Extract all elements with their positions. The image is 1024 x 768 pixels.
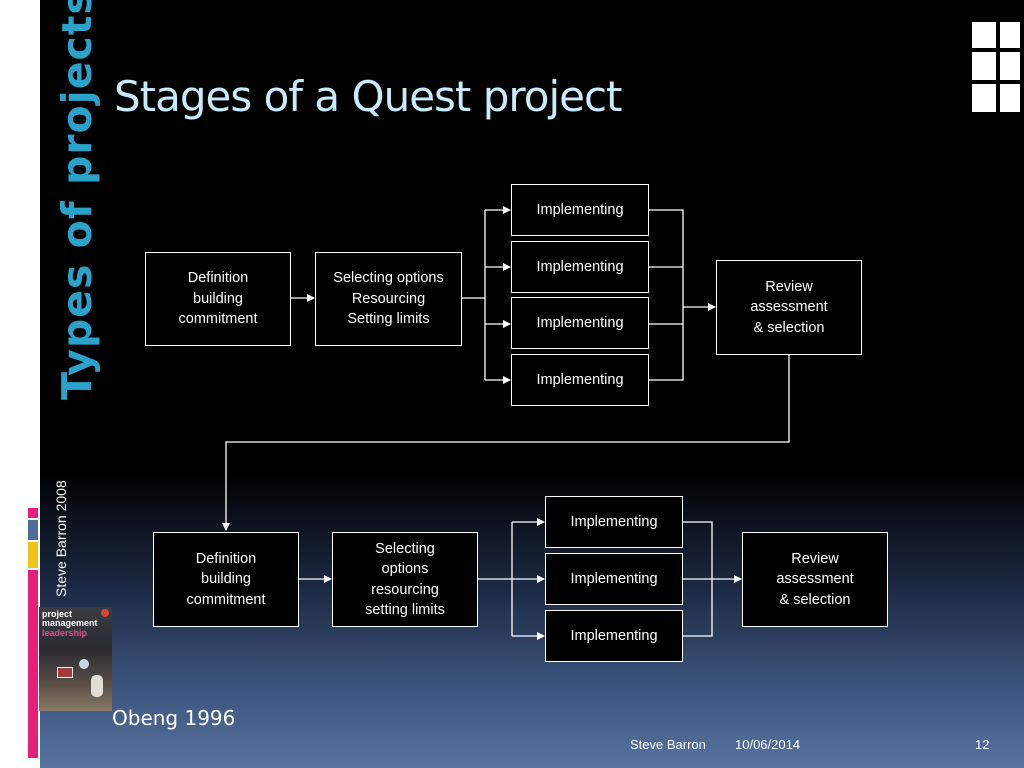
review-box-top: Review assessment & selection: [716, 260, 862, 355]
slide-number: 12: [975, 737, 990, 752]
accent-bar: [28, 570, 38, 758]
definition-label: Definition building commitment: [186, 550, 266, 608]
implementing-box: Implementing: [545, 553, 683, 605]
review-label: Review assessment & selection: [750, 278, 828, 336]
book-badge-icon: [101, 609, 109, 617]
implementing-label: Implementing: [570, 513, 658, 530]
definition-box-top: Definition building commitment: [145, 252, 291, 346]
book-subtitle: leadership: [42, 628, 88, 638]
implementing-box: Implementing: [511, 241, 649, 293]
accent-bars: [28, 508, 38, 758]
selecting-box-bottom: Selecting options resourcing setting lim…: [332, 532, 478, 627]
slide-title: Stages of a Quest project: [114, 72, 623, 121]
review-box-bottom: Review assessment & selection: [742, 532, 888, 627]
flag-icon: [57, 667, 73, 678]
definition-box-bottom: Definition building commitment: [153, 532, 299, 627]
loopback-connector: [222, 355, 790, 531]
grid-logo-icon: [972, 22, 1020, 112]
accent-bar: [28, 542, 38, 568]
review-label: Review assessment & selection: [776, 550, 854, 608]
definition-label: Definition building commitment: [178, 270, 258, 328]
moon-icon: [79, 659, 89, 669]
implementing-box: Implementing: [545, 496, 683, 548]
footer-date: 10/06/2014: [735, 737, 801, 752]
selecting-label: Selecting options resourcing setting lim…: [365, 540, 445, 619]
implementing-label: Implementing: [570, 570, 658, 587]
book-title: project management: [42, 609, 98, 628]
book-cover-image: project management leadership: [39, 607, 112, 711]
citation: Obeng 1996: [112, 706, 236, 730]
selecting-label: Selecting options Resourcing Setting lim…: [333, 270, 444, 328]
selecting-box-top: Selecting options Resourcing Setting lim…: [315, 252, 462, 346]
implementing-label: Implementing: [570, 627, 658, 644]
implementing-label: Implementing: [536, 258, 624, 275]
implementing-box: Implementing: [511, 354, 649, 406]
astronaut-icon: [91, 675, 103, 697]
merge-bracket-top: [649, 209, 684, 381]
accent-bar: [28, 520, 38, 540]
implementing-label: Implementing: [536, 371, 624, 388]
footer-author: Steve Barron: [630, 737, 706, 752]
implementing-box: Implementing: [511, 297, 649, 349]
implementing-label: Implementing: [536, 314, 624, 331]
implementing-label: Implementing: [536, 201, 624, 218]
accent-bar: [28, 508, 38, 518]
implementing-box: Implementing: [545, 610, 683, 662]
implementing-box: Implementing: [511, 184, 649, 236]
